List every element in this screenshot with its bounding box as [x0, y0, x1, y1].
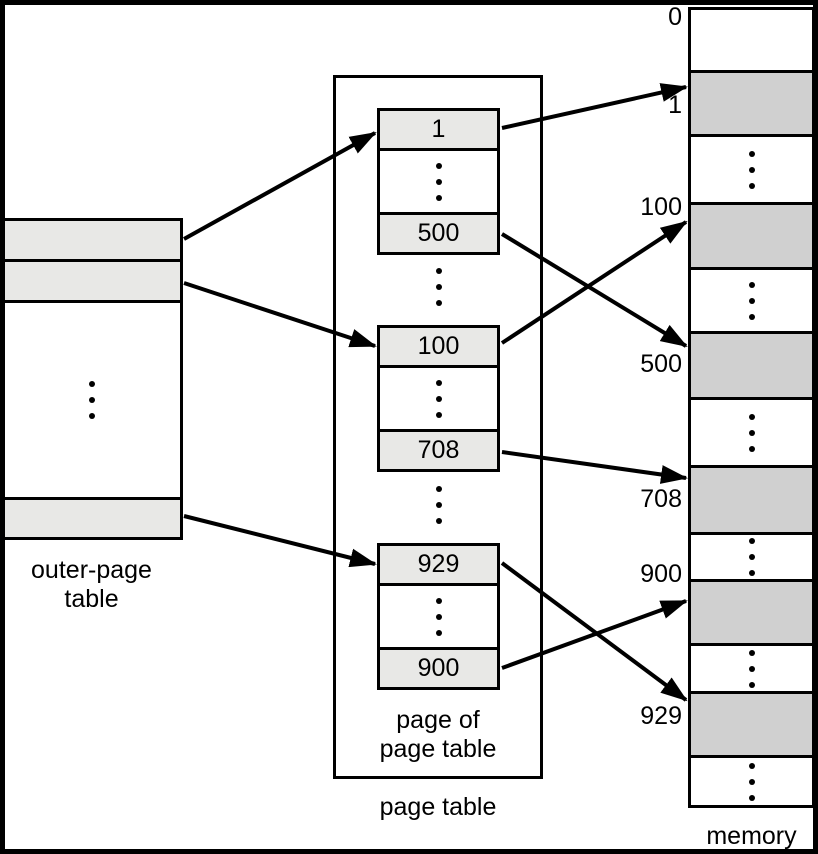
ellipsis-icon: [377, 268, 500, 306]
ellipsis-icon: [380, 586, 497, 647]
outer-page-table-label-line2: table: [64, 585, 119, 613]
ellipsis-icon: [691, 646, 812, 694]
outer-page-table-bottom-entry: [3, 497, 180, 537]
ellipsis-icon: [691, 758, 812, 805]
ellipsis-icon: [691, 535, 812, 582]
ellipsis-icon: [3, 381, 180, 419]
outer-page-table: [0, 218, 183, 540]
page-of-page-table-label-line1: page of: [396, 706, 480, 734]
page-table-entry-900: 900: [380, 647, 497, 687]
page-of-page-table-2: 100 708: [377, 325, 500, 472]
ellipsis-icon: [691, 400, 812, 468]
page-table-caption: page table: [379, 793, 497, 821]
memory-frame-708: [691, 468, 812, 535]
page-of-page-table-1: 1 500: [377, 108, 500, 255]
memory-frame-100: [691, 205, 812, 270]
memory-address-label-929: 929: [640, 702, 682, 730]
page-table-entry-500: 500: [380, 212, 497, 252]
page-table-entry-100: 100: [380, 328, 497, 368]
outer-page-table-label: outer-page table: [0, 556, 183, 614]
outer-page-table-entry-2: [3, 262, 180, 303]
page-of-page-table-label-line2: page table: [379, 735, 497, 763]
ellipsis-icon: [380, 151, 497, 212]
memory-address-label-708: 708: [640, 485, 682, 513]
memory-address-label-900: 900: [640, 560, 682, 588]
memory-frame-0: [691, 10, 812, 73]
memory-frame-500: [691, 334, 812, 400]
page-table-entry-708: 708: [380, 429, 497, 469]
ellipsis-icon: [377, 486, 500, 524]
memory-caption: memory: [706, 822, 797, 850]
memory-address-label-500: 500: [640, 350, 682, 378]
memory-frame-1: [691, 73, 812, 137]
page-of-page-table-3: 929 900: [377, 543, 500, 690]
outer-page-table-entry-1: [3, 221, 180, 262]
ellipsis-icon: [691, 270, 812, 334]
page-of-page-table-label: page of page table: [333, 706, 543, 764]
memory-frame-929: [691, 694, 812, 758]
memory-address-label-1: 1: [668, 91, 682, 119]
page-table-entry-1: 1: [380, 111, 497, 151]
memory-address-label-100: 100: [640, 193, 682, 221]
memory-frame-900: [691, 582, 812, 646]
page-table-entry-929: 929: [380, 546, 497, 586]
ellipsis-icon: [380, 368, 497, 429]
memory-column: [688, 7, 815, 808]
outer-page-table-label-line1: outer-page: [31, 556, 152, 584]
memory-address-label-0: 0: [668, 3, 682, 31]
ellipsis-icon: [691, 137, 812, 205]
